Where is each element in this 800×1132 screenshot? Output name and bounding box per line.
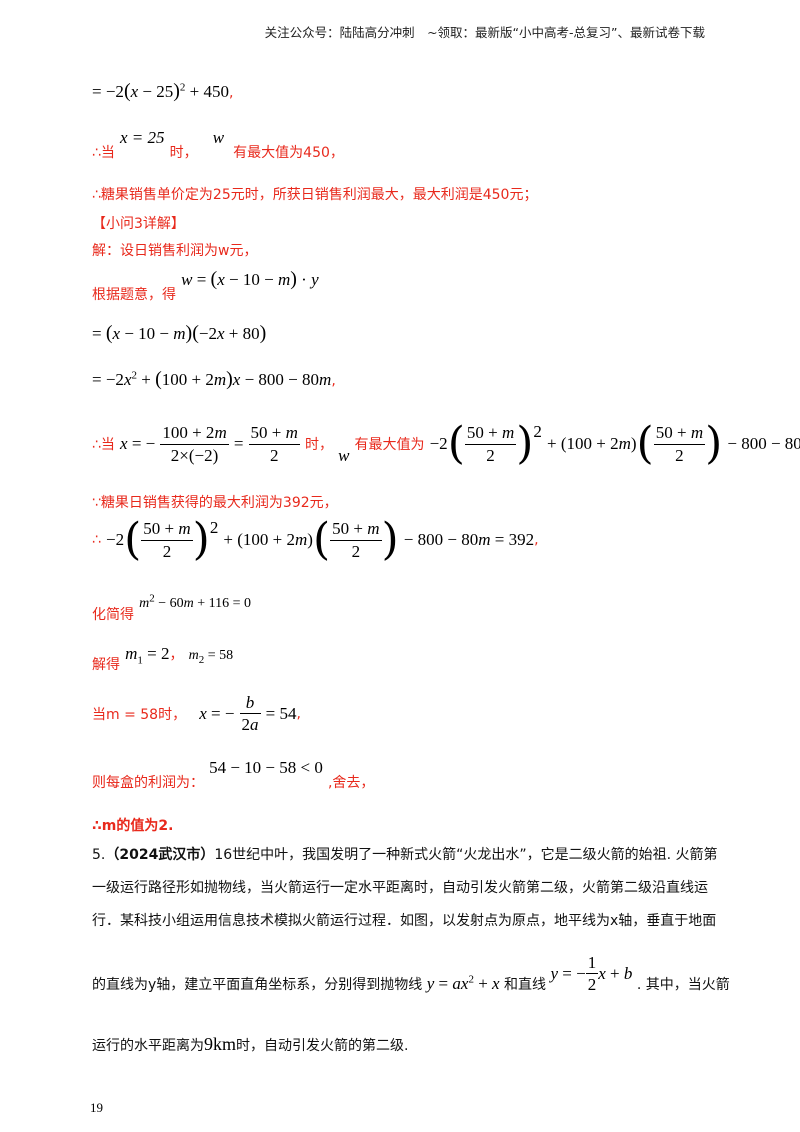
problem-source: （2024武汉市）: [105, 847, 215, 863]
max-value-text: 有最大值为450，: [233, 145, 344, 161]
time-text: 时，: [304, 437, 333, 453]
page-header: 关注公众号：陆陆高分冲刺 ~领取：最新版“小中高考-总复习”、最新试卷下载: [264, 25, 705, 40]
conclusion-q2: ∴糖果销售单价定为25元时，所获日销售利润最大，最大利润是450元；: [92, 187, 538, 203]
page-number: 19: [90, 1100, 103, 1115]
given-max-profit: ∵糖果日销售获得的最大利润为392元，: [92, 495, 338, 511]
q3-equation-3: = −2x2 + (100 + 2m)x − 800 − 80m,: [92, 368, 336, 390]
q3-setup: 解：设日销售利润为w元，: [92, 243, 258, 259]
x-equals-25: x = 25: [120, 128, 165, 147]
by-text: 根据题意，得: [92, 287, 176, 303]
problem-5-line-4: 的直线为y轴，建立平面直角坐标系，分别得到抛物线 y = ax2 + x 和直线…: [92, 953, 730, 995]
problem-5-line-5: 运行的水平距离为9km时，自动引发火箭的第二级.: [92, 1034, 409, 1054]
max-statement: ∴当 x = 25 时， w 有最大值为450，: [92, 128, 344, 161]
simplified-equation: 化简得 m2 − 60m + 116 = 0: [92, 592, 252, 623]
max-label: 有最大值为: [354, 437, 425, 453]
problem-5-line-2: 一级运行路径形如抛物线，当火箭运行一定水平距离时，自动引发火箭第二级，火箭第二级…: [92, 880, 708, 896]
problem-5-line-3: 行．某科技小组运用信息技术模拟火箭运行过程．如图，以发射点为原点，地平线为x轴，…: [92, 913, 717, 929]
comma: ,: [331, 373, 336, 389]
q3-heading: 【小问3详解】: [92, 216, 185, 232]
comma: ,: [229, 85, 234, 101]
equation-vertex-form: = −2(x − 25)2 + 450,: [92, 80, 234, 102]
when-text: ∴当: [92, 145, 115, 161]
time-text: 时，: [169, 145, 198, 161]
profit-each: 则每盒的利润为： 54 − 10 − 58 < 0 ,舍去，: [92, 758, 375, 791]
w-variable: w: [212, 128, 225, 147]
q3-equation-2: = (x − 10 − m)(−2x + 80): [92, 322, 267, 344]
when-text: ∴当: [92, 437, 115, 453]
problem-5-line-1: 5.（2024武汉市）16世纪中叶，我国发明了一种新式火箭“火龙出水”，它是二级…: [92, 847, 718, 863]
q3-equation-1: 根据题意，得 w = (x − 10 − m) · y: [92, 268, 319, 303]
roots: 解得 m1 = 2， m2 = 58: [92, 644, 234, 673]
final-answer: ∴m的值为2.: [92, 818, 174, 834]
